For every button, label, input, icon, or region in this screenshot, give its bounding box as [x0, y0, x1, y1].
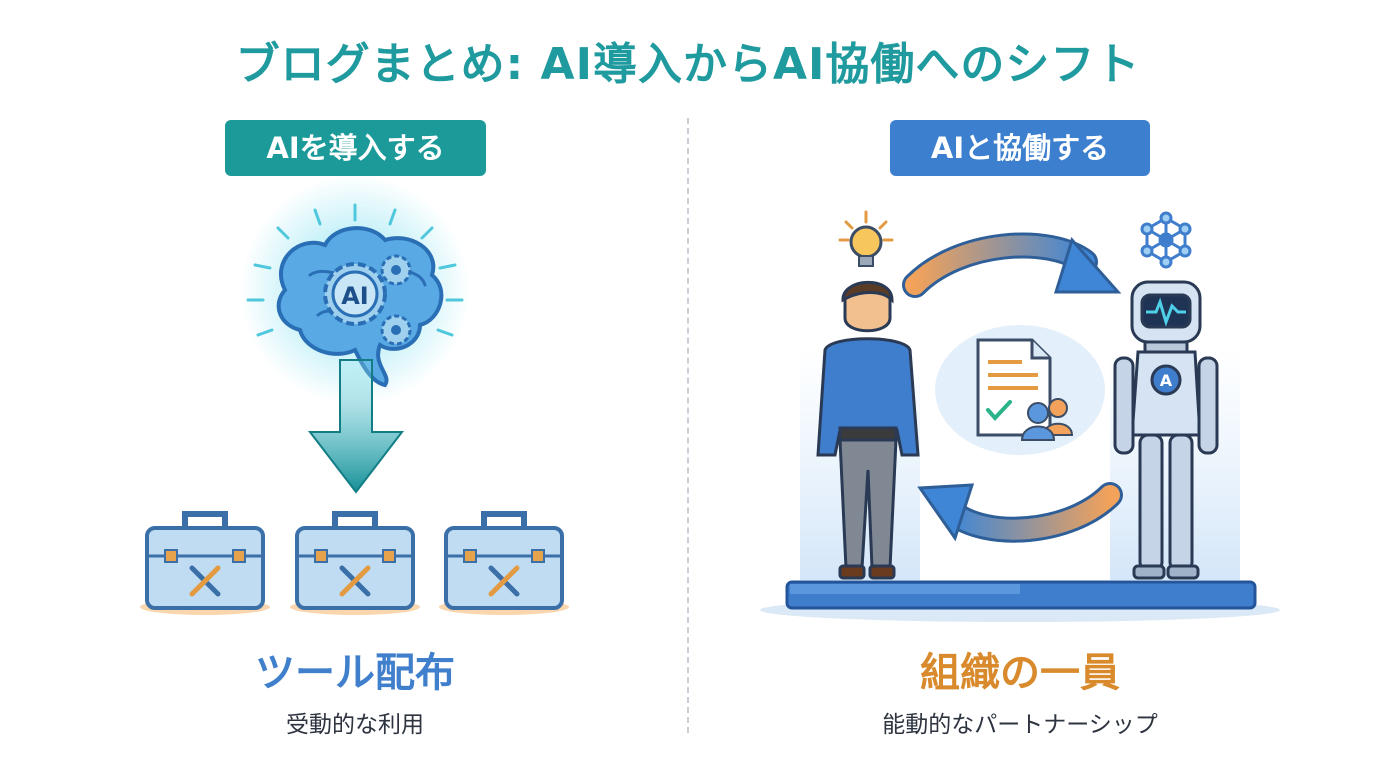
gear-icon [323, 254, 412, 346]
right-caption: 組織の一員 [920, 650, 1120, 696]
brain-ai-label: AI [341, 282, 369, 310]
lightbulb-icon [838, 210, 894, 267]
left-caption: ツール配布 [255, 650, 455, 696]
document-icon [935, 325, 1105, 455]
right-subcaption: 能動的なパートナーシップ [882, 712, 1158, 738]
left-heading-badge: AIを導入する [225, 120, 486, 176]
wrench-screwdriver-icon [189, 565, 221, 597]
right-heading-badge: AIと協働する [890, 120, 1150, 176]
platform [760, 580, 1280, 622]
network-icon [1140, 211, 1192, 269]
left-subcaption: 受動的な利用 [286, 712, 424, 738]
cycle-arrow-icon [902, 232, 1123, 543]
team-icon [1020, 398, 1074, 441]
robot-icon [1113, 280, 1219, 580]
arrow-down-icon [307, 359, 405, 494]
center-divider [687, 118, 689, 733]
page-title: ブログまとめ: AI導入からAI協働へのシフト [235, 39, 1141, 90]
toolbox-icon [140, 511, 569, 615]
person-icon [816, 280, 920, 580]
robot-badge-label: A [1160, 371, 1173, 390]
